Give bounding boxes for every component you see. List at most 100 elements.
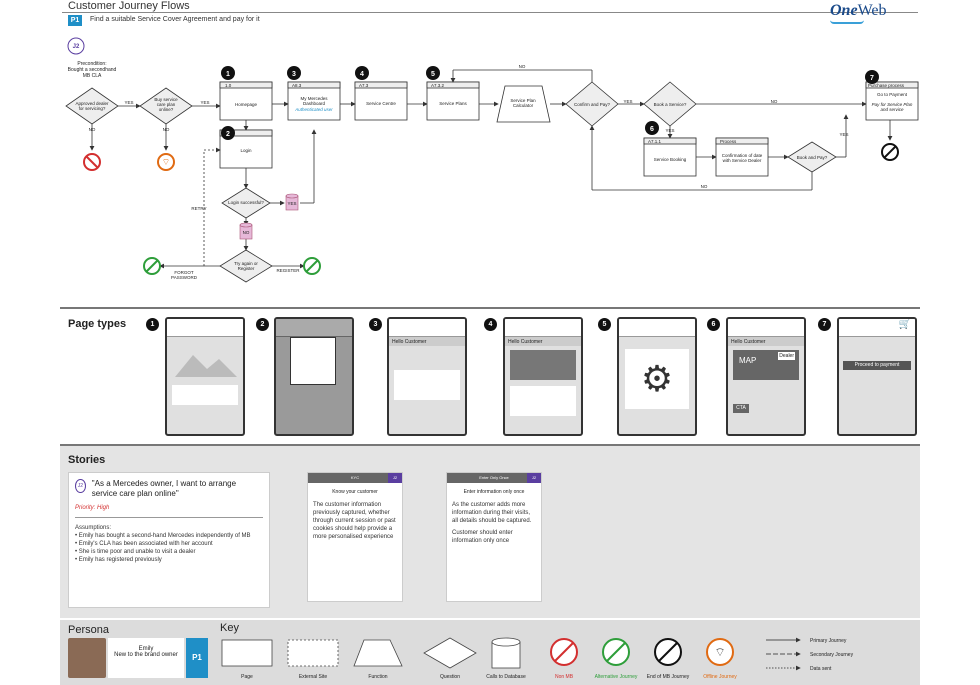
page-type-login-modal[interactable] [274,317,354,436]
step-number: 5 [431,71,435,78]
page-code: A8.3 [292,83,302,88]
key-line-label: Primary Journey [810,638,847,644]
key-function-shape [353,639,403,667]
page-label: Service Centre [366,101,396,106]
page-code: Purchase process [868,83,905,88]
process-label: Confirmation of date [722,153,763,158]
key-label: Page [241,674,253,680]
register-label: REGISTER [276,268,300,273]
page-sublabel: and service [880,107,904,112]
key-line-label: Data sent [810,666,832,672]
yes-label: YES [623,99,632,104]
section-divider [60,307,920,309]
retry-label: RETRY [191,206,206,211]
page-label: Service Plans [439,101,467,106]
journey-tag: J2 [527,473,541,483]
page-sublabel: Pay for Service Plan [872,102,913,107]
step-number: 1 [226,71,230,78]
page-label: My Mercedes [300,96,328,101]
page-label: Dashboard [303,101,326,106]
decision-label: Try again or [234,261,258,266]
assumption-item: • Emily has registered previously [75,557,162,563]
page-label: Homepage [235,102,258,107]
step-number: 3 [292,71,296,78]
precondition-line: Bought a secondhand [68,67,117,73]
cart-icon: 🛒 [839,319,915,337]
persona-badge: P1 [68,15,82,26]
page-type-payment[interactable]: 🛒 Proceed to payment [837,317,917,436]
decision-label: Register [238,266,255,271]
key-label: End of MB Journey [647,674,690,680]
assumptions-title: Assumptions: [75,525,112,531]
decision-label: online? [159,107,174,112]
cta-button[interactable]: CTA [733,404,749,413]
gear-icon: ⚙ [625,349,689,409]
decision-label: Approved dealer [75,101,109,106]
page-type-number: 3 [369,318,382,331]
page-type-number: 5 [598,318,611,331]
header-divider [62,12,918,13]
page-label: Go to Payment [877,92,908,97]
key-page-shape [221,639,273,667]
page-code: A7.1.1 [648,139,662,144]
function-label: Calculator [513,103,534,108]
no-label: NO [701,184,708,189]
wifi-icon: ⌔ [162,157,170,167]
assumption-item: • She is time poor and unable to visit a… [75,549,196,555]
function-label: Service Plan [510,98,536,103]
key-line-label: Secondary Journey [810,652,854,658]
page-type-number: 2 [256,318,269,331]
no-label: NO [163,127,170,132]
yes-label: YES [124,100,133,105]
function-calculator [496,85,551,123]
step-number: 2 [226,131,230,138]
page-type-homepage[interactable] [165,317,245,436]
page-code: A7.3 [359,83,369,88]
page-type-authenticated[interactable]: Hello Customer [387,317,467,436]
key-label: Question [440,674,460,680]
card-body: The customer information previously capt… [313,502,396,540]
card-subtitle: Enter information only once [463,489,525,495]
dealer-label: Dealer [778,352,795,360]
page-sublabel: Authenticated user [294,107,333,112]
precondition-line: Precondition: [77,61,106,67]
step-number: 6 [650,126,654,133]
hello-label: Hello Customer [389,337,465,346]
key-label: Offline Journey [703,674,737,680]
key-label: Non MB [555,674,574,680]
section-divider [60,444,920,446]
key-wifi-icon: ⌔ [714,645,725,659]
page-type-service-centre[interactable]: Hello Customer [503,317,583,436]
page-title: Customer Journey Flows [68,0,190,12]
step-number: 7 [870,75,874,82]
assumption-item: • Emily's CLA has been associated with h… [75,541,213,547]
card-body: Customer should enter information only o… [452,530,513,544]
page-type-calculator[interactable]: ⚙ [617,317,697,436]
proceed-button[interactable]: Proceed to payment [843,361,911,370]
journey-badge: J2 [75,479,86,493]
hello-label: Hello Customer [505,337,581,346]
page-type-number: 4 [484,318,497,331]
yes-label: YES [287,201,296,206]
card-body: As the customer adds more information du… [452,502,532,524]
no-label: NO [519,64,526,69]
page-label: Service Booking [654,157,687,162]
journey-badge [67,37,85,55]
key-question-shape [423,637,477,669]
card-head-label: KYC [350,475,360,480]
persona-badge: P1 [186,638,208,678]
page-subtitle: Find a suitable Service Cover Agreement … [90,16,260,23]
page-code: A7.3.2 [431,83,445,88]
key-label: External Site [299,674,328,680]
precondition-line: MB CLA [83,73,102,79]
decision-label: Confirm and Pay? [574,102,611,107]
journey-flow-diagram: J2 Precondition: Bought a secondhand MB … [65,37,919,283]
decision-label: care plan [157,102,176,107]
page-type-service-booking[interactable]: Hello Customer MAP Dealer CTA [726,317,806,436]
persona-desc: New to the brand owner [114,652,178,658]
oneweb-logo: OneWeb [830,2,887,19]
priority-label: Priority: High [75,505,110,511]
page-label: Login [240,148,252,153]
